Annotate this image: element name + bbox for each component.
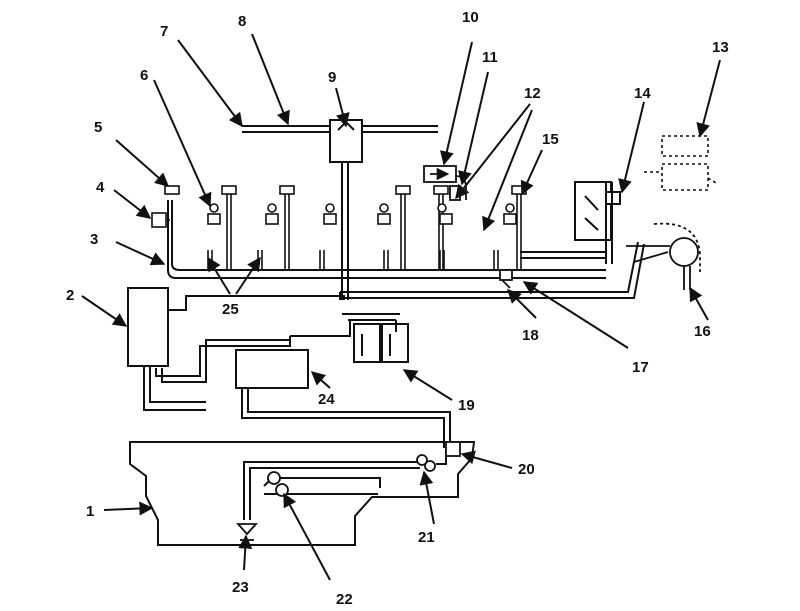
check-valve (499, 269, 513, 289)
callout-17: 17 (632, 359, 649, 376)
callout-9: 9 (328, 69, 336, 86)
callout-25: 25 (222, 301, 239, 318)
callout-4: 4 (96, 179, 105, 196)
oil-filters (342, 313, 409, 363)
rocker-arm-group-1 (151, 185, 180, 228)
oil-pump-21 (416, 454, 436, 472)
cooler-return-lines (520, 251, 606, 259)
gallery-risers (207, 250, 499, 270)
callout-7: 7 (160, 23, 168, 40)
callout-5: 5 (94, 119, 102, 136)
callout-21: 21 (418, 529, 435, 546)
callout-24: 24 (318, 391, 335, 408)
callout-10: 10 (462, 9, 479, 26)
pump-lines (243, 450, 447, 520)
callout-13: 13 (712, 39, 729, 56)
callout-11: 11 (482, 49, 498, 66)
upper-oil-line (242, 125, 438, 133)
callout-23: 23 (232, 579, 249, 596)
callout-12: 12 (524, 85, 541, 102)
callout-16: 16 (694, 323, 711, 340)
rocker-arm-group-2 (207, 185, 237, 270)
tee-fitting (329, 119, 363, 163)
callout-18: 18 (522, 327, 539, 344)
component-block-24 (235, 349, 451, 448)
callout-14: 14 (634, 85, 651, 102)
callout-6: 6 (140, 67, 148, 84)
callout-1: 1 (86, 503, 94, 520)
turbocharger (626, 222, 701, 290)
rocker-arm-group-4 (323, 203, 337, 225)
callout-15: 15 (542, 131, 559, 148)
upper-filter-housing (644, 135, 719, 191)
callout-20: 20 (518, 461, 535, 478)
callout-22: 22 (336, 591, 353, 608)
callout-2: 2 (66, 287, 74, 304)
vertical-feed-line (341, 162, 349, 300)
main-oil-gallery (167, 200, 606, 279)
pump-22 (267, 471, 289, 497)
rocker-arm-group-3 (265, 185, 295, 270)
relief-valve-20 (445, 441, 461, 457)
rocker-arm-group-6 (433, 185, 453, 270)
component-block-2 (127, 287, 351, 411)
oil-cooler (574, 181, 621, 264)
callout-3: 3 (90, 231, 98, 248)
callout-8: 8 (238, 13, 246, 30)
callout-19: 19 (458, 397, 475, 414)
pickup-screen-23 (235, 523, 259, 541)
rocker-arm-group-5 (377, 185, 411, 270)
callout-labels: 1 2 3 4 5 6 7 8 9 10 11 12 13 14 15 16 1… (66, 9, 729, 608)
leader-lines (81, 33, 721, 581)
